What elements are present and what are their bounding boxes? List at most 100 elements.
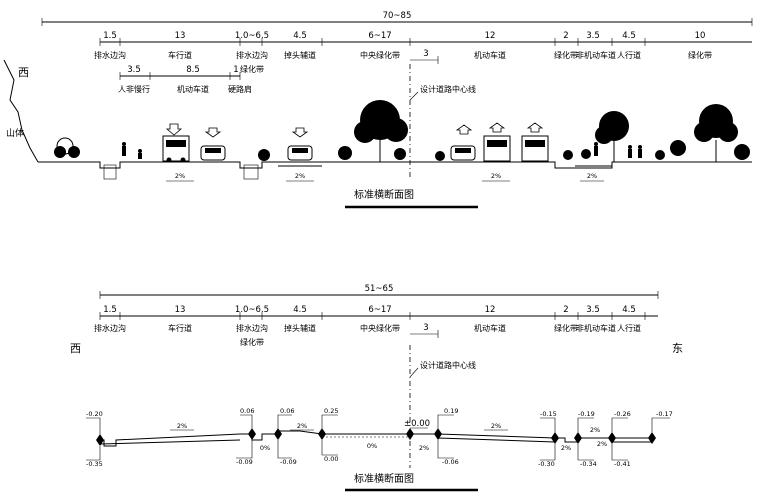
top-width-2: 13 — [175, 31, 186, 41]
top-width-10: 4.5 — [622, 31, 636, 41]
elev-bottom-4: 0.00 — [324, 455, 338, 463]
top-label-9: 人行道 — [617, 50, 641, 60]
elev-top-2: 0.06 — [240, 407, 254, 415]
bottom-label-9: 人行道 — [617, 323, 641, 333]
elev-top-6: 0.19 — [444, 407, 458, 415]
top-label-6: 机动车道 — [474, 50, 506, 60]
top-label-4: 掉头辅道 — [284, 50, 316, 60]
elev-bottom-6: -0.30 — [538, 460, 555, 468]
bottom-slope-8: 2% — [590, 426, 600, 434]
bottom-width-2: 13 — [175, 305, 186, 315]
bottom-slope-1: 2% — [177, 422, 187, 430]
top-label-1: 排水边沟 — [94, 50, 126, 60]
bottom-width-3: 1.0~6.5 — [235, 305, 269, 315]
top-west-label: 西 — [18, 66, 29, 79]
bus-icon — [521, 135, 549, 162]
bottom-label-3: 排水边沟 — [236, 323, 268, 333]
bottom-centerline-label: 设计道路中心线 — [420, 360, 476, 370]
elev-top-10: -0.17 — [656, 410, 673, 418]
arrow-up-icon — [455, 122, 544, 135]
car-icon — [287, 145, 313, 161]
top-width-5: 6~17 — [368, 31, 391, 41]
tree-icon — [54, 137, 80, 158]
top-sub-label-2: 机动车道 — [177, 84, 209, 94]
top-slope-2: 2% — [295, 172, 305, 180]
bottom-total-width: 51~65 — [365, 284, 394, 294]
elev-top-5: ±0.00 — [404, 419, 430, 429]
shrub-icon — [258, 149, 665, 161]
bottom-slope-7: 2% — [561, 444, 571, 452]
tree-icon — [670, 104, 750, 162]
bottom-width-1: 1.5 — [103, 305, 117, 315]
bottom-width-4: 4.5 — [293, 305, 307, 315]
top-section: 70~85 1.5 13 1.0~6.5 4.5 6~17 12 2 3.5 4… — [3, 11, 753, 209]
elev-bottom-2: -0.09 — [236, 458, 253, 466]
elev-top-1: -0.20 — [86, 410, 103, 418]
top-slope-4: 2% — [587, 172, 597, 180]
mountain-label: 山体 — [6, 127, 24, 139]
bus-icon — [483, 135, 511, 162]
tree-icon — [595, 111, 629, 162]
bottom-slope-4: 0% — [367, 442, 377, 450]
elev-top-4: 0.25 — [324, 407, 338, 415]
top-label-2: 车行道 — [168, 50, 192, 60]
pedestrian-icon — [122, 142, 642, 159]
top-width-8: 2 — [563, 31, 568, 41]
bottom-width-7: 12 — [485, 305, 496, 315]
top-label-8: 非机动车道 — [576, 50, 616, 60]
top-label-7: 绿化带 — [554, 50, 578, 60]
top-total-width: 70~85 — [383, 11, 412, 21]
top-greenbelt-label: 绿化带 — [240, 64, 264, 74]
bottom-width-10: 4.5 — [622, 305, 636, 315]
bottom-label-5: 中央绿化带 — [360, 323, 400, 333]
bottom-width-6: 3 — [423, 323, 428, 333]
car-icon — [450, 145, 476, 161]
elev-bottom-1: -0.35 — [86, 460, 103, 468]
bottom-section: 51~65 1.5 13 1.0~6.5 4.5 6~17 12 2 3.5 4… — [70, 284, 683, 492]
top-sub-width-3: 1 — [233, 65, 238, 75]
bottom-label-4: 掉头辅道 — [284, 323, 316, 333]
bottom-slope-6: 2% — [491, 422, 501, 430]
bottom-label-2: 车行道 — [168, 323, 192, 333]
top-label-3: 排水边沟 — [236, 50, 268, 60]
bottom-label-7: 绿化带 — [554, 323, 578, 333]
bottom-slope-9: 2% — [597, 440, 607, 448]
top-width-9: 3.5 — [586, 31, 600, 41]
elev-top-3: 0.06 — [280, 407, 294, 415]
top-sub-label-3: 硬路肩 — [228, 84, 252, 94]
bottom-width-9: 3.5 — [586, 305, 600, 315]
bus-icon — [162, 135, 190, 163]
bottom-width-8: 2 — [563, 305, 568, 315]
bottom-east-label: 东 — [672, 342, 683, 355]
mountain-slope — [3, 59, 39, 163]
bottom-slope-3: 2% — [297, 422, 307, 430]
bottom-label-8: 非机动车道 — [576, 323, 616, 333]
elev-top-9: -0.26 — [614, 410, 631, 418]
top-width-7: 12 — [485, 31, 496, 41]
top-width-3: 1.0~6.5 — [235, 31, 269, 41]
elev-bottom-5: -0.06 — [442, 458, 459, 466]
top-centerline-label: 设计道路中心线 — [420, 84, 476, 94]
top-title: 标准横断面图 — [354, 188, 414, 201]
top-label-5: 中央绿化带 — [360, 50, 400, 60]
bottom-label-6: 机动车道 — [474, 323, 506, 333]
tree-icon — [338, 100, 408, 162]
bottom-title: 标准横断面图 — [354, 472, 414, 485]
bottom-width-5: 6~17 — [368, 305, 391, 315]
elev-bottom-3: -0.09 — [280, 458, 297, 466]
car-icon — [200, 145, 226, 161]
bottom-greenbelt-label: 绿化带 — [240, 337, 264, 347]
bottom-west-label: 西 — [70, 342, 81, 355]
elev-top-7: -0.15 — [540, 410, 557, 418]
bottom-slope-5: 2% — [419, 444, 429, 452]
top-width-1: 1.5 — [103, 31, 117, 41]
top-width-11: 10 — [695, 31, 706, 41]
elev-top-8: -0.19 — [578, 410, 595, 418]
elev-bottom-8: -0.41 — [614, 460, 631, 468]
top-sub-width-1: 3.5 — [127, 65, 141, 75]
top-ground-line — [38, 161, 752, 169]
top-width-4: 4.5 — [293, 31, 307, 41]
top-sub-width-2: 8.5 — [186, 65, 200, 75]
top-label-10: 绿化带 — [688, 50, 712, 60]
